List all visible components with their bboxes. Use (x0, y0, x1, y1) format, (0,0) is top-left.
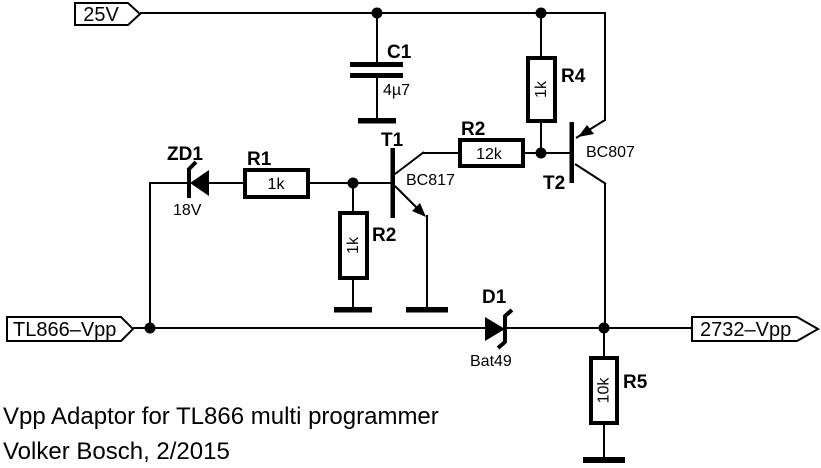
r1-ref: R1 (247, 149, 272, 170)
component-r2a-resistor: R2 1k (338, 211, 396, 280)
title-block: Vpp Adaptor for TL866 multi programmer V… (3, 403, 439, 465)
port-input-tl866: TL866–Vpp (6, 316, 135, 342)
component-r5-resistor: R5 10k (589, 356, 648, 425)
r1-value: 1k (268, 176, 286, 193)
resistor-body (526, 56, 557, 123)
component-r4-resistor: R4 1k (526, 56, 586, 123)
ground-icon (334, 307, 372, 313)
r5-ref: R5 (623, 372, 648, 393)
schematic-title: Vpp Adaptor for TL866 multi programmer (3, 403, 439, 430)
ground-icon (583, 457, 625, 463)
junction-dot (371, 7, 383, 19)
transistor-collector-lead (574, 163, 607, 185)
ground-icon (406, 307, 448, 313)
d1-value: Bat49 (470, 353, 512, 370)
junction-dot (144, 322, 156, 334)
zd1-value: 18V (173, 202, 202, 219)
junction-dots (144, 7, 610, 334)
transistor-collector-lead (394, 151, 425, 175)
r2b-ref: R2 (461, 119, 485, 140)
schematic-author: Volker Bosch, 2/2015 (3, 438, 230, 465)
component-zd1-zener: ZD1 18V (167, 144, 209, 219)
schottky-hook (496, 340, 507, 350)
supply-flag-label: 25V (83, 4, 119, 26)
r2b-value: 12k (476, 146, 503, 163)
junction-dot (347, 177, 359, 189)
t2-ref: T2 (543, 173, 565, 194)
diode-triangle-icon (485, 317, 505, 341)
t2-value: BC807 (586, 144, 635, 161)
r2a-value: 1k (345, 236, 362, 254)
component-t2-pnp: T2 BC807 (543, 119, 635, 194)
emitter-arrow-icon (412, 203, 426, 217)
port-supply-25v: 25V (74, 2, 142, 26)
capacitor-plate-icon (350, 62, 403, 67)
t1-value: BC817 (406, 172, 455, 189)
zd1-ref: ZD1 (167, 144, 203, 165)
ground-symbols (334, 118, 625, 463)
output-flag-label: 2732–Vpp (700, 319, 791, 341)
r5-value: 10k (596, 377, 613, 404)
supply-flag-icon (74, 2, 142, 26)
r4-value: 1k (533, 80, 550, 98)
c1-ref: C1 (387, 42, 412, 63)
zener-triangle-icon (190, 170, 209, 196)
schottky-hook (503, 308, 514, 318)
r2a-ref: R2 (372, 225, 396, 246)
input-flag-icon (6, 316, 135, 342)
resistor-body (458, 138, 525, 168)
capacitor-plate-icon (350, 73, 403, 78)
component-r1-resistor: R1 1k (243, 149, 310, 199)
emitter-arrow-icon (578, 125, 594, 137)
transistor-base-bar (390, 148, 395, 218)
ground-icon (358, 118, 396, 124)
zener-tick (187, 160, 198, 171)
junction-dot (598, 322, 610, 334)
junction-dot (535, 147, 547, 159)
resistor-body (338, 211, 369, 280)
r4-ref: R4 (561, 66, 586, 87)
d1-ref: D1 (482, 287, 507, 308)
component-d1-schottky: D1 Bat49 (470, 287, 514, 370)
component-c1-capacitor: C1 4µ7 (350, 42, 412, 99)
port-output-2732: 2732–Vpp (691, 316, 821, 342)
component-r2b-resistor: R2 12k (458, 119, 525, 168)
transistor-base-bar (569, 122, 574, 183)
output-flag-icon (691, 316, 821, 342)
resistor-body (243, 168, 310, 199)
c1-value: 4µ7 (383, 82, 410, 99)
resistor-body (589, 356, 619, 425)
t1-ref: T1 (381, 130, 404, 151)
junction-dot (535, 7, 547, 19)
component-t1-npn: T1 BC817 (381, 130, 455, 218)
input-flag-label: TL866–Vpp (13, 319, 116, 341)
